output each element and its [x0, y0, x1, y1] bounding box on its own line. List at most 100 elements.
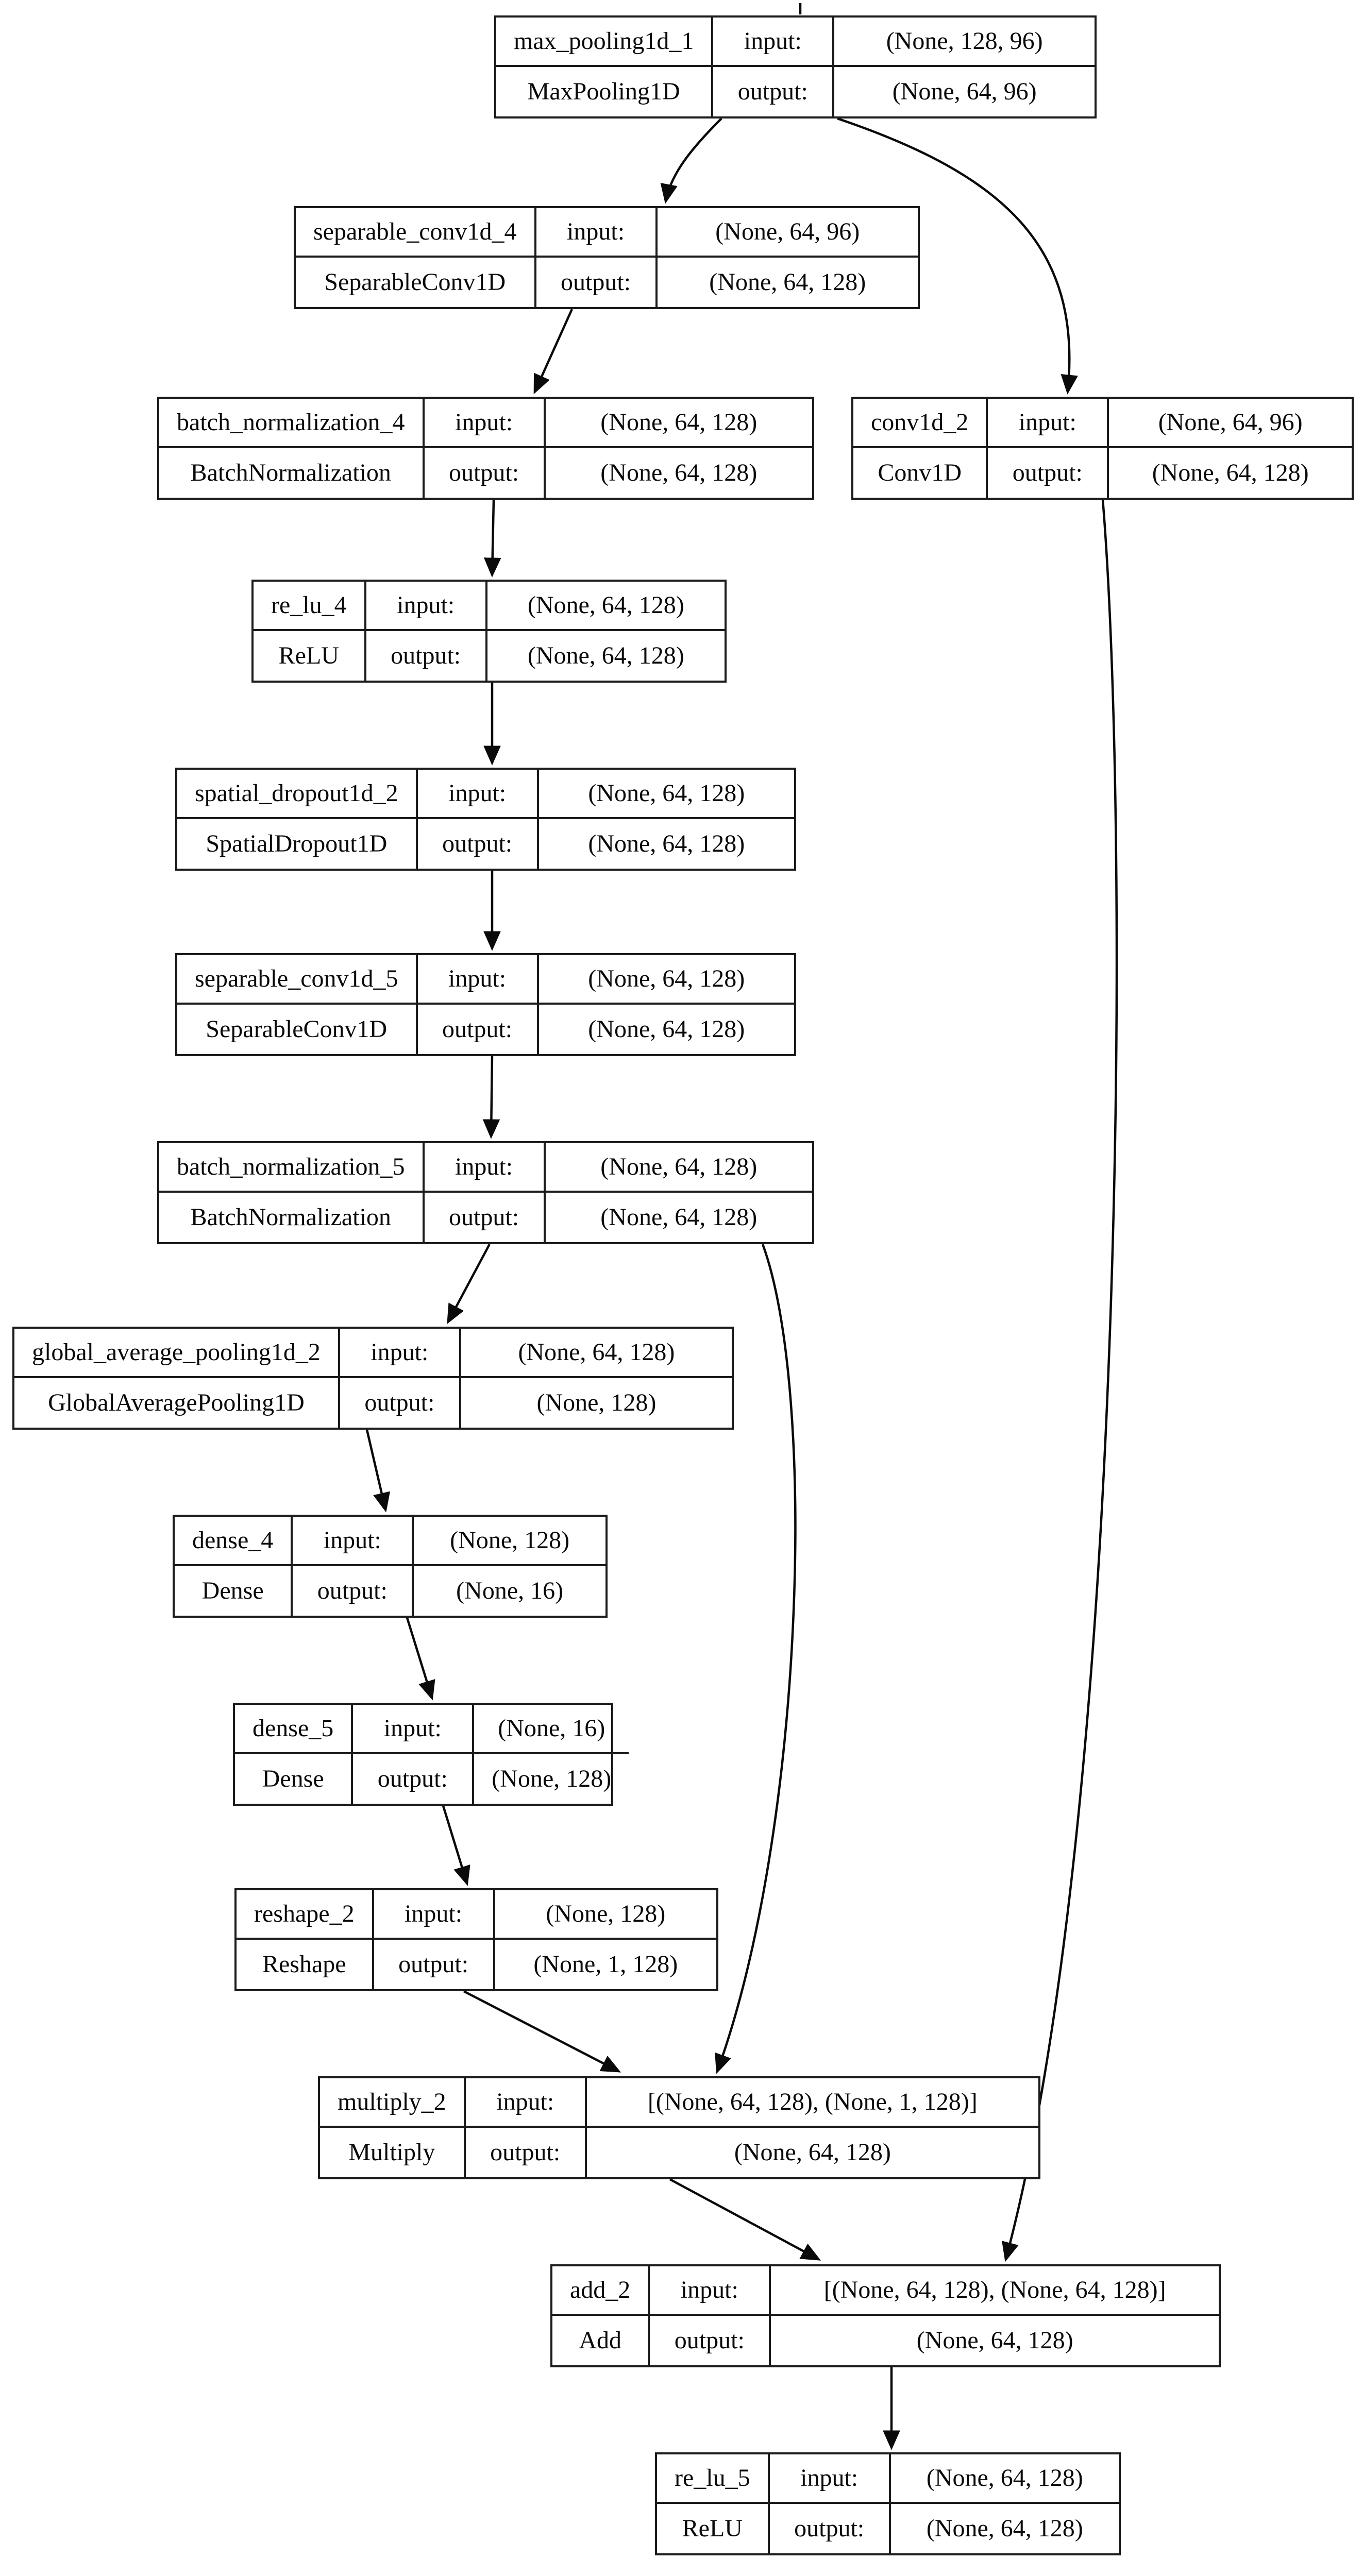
input-shape: (None, 64, 128): [890, 2454, 1119, 2504]
layer-name: spatial_dropout1d_2: [177, 770, 416, 819]
layer-class: BatchNormalization: [190, 1204, 391, 1231]
layer-node-re-lu-5: re_lu_5 ReLU input: output: (None, 64, 1…: [655, 2452, 1121, 2555]
output-shape: (None, 64, 128): [734, 2139, 891, 2166]
layer-class: Conv1D: [878, 459, 962, 486]
edge-separable-conv1d-4-to-batch-normalization-4: [533, 309, 574, 395]
layer-name: re_lu_4: [254, 582, 364, 631]
layer-node-spatial-dropout1d-2: spatial_dropout1d_2 SpatialDropout1D inp…: [175, 768, 796, 871]
input-shape: (None, 64, 96): [657, 208, 918, 258]
output-shape: (None, 64, 128): [588, 1015, 745, 1043]
layer-name: reshape_2: [237, 1890, 372, 1940]
input-label: input:: [293, 1517, 412, 1566]
input-label: input:: [465, 2078, 585, 2128]
layer-name: separable_conv1d_5: [177, 955, 416, 1005]
edge-max-pooling1d-1-to-conv1d-2: [837, 117, 1078, 395]
input-shape: [(None, 64, 128), (None, 1, 128)]: [586, 2078, 1038, 2128]
output-label: output:: [317, 1577, 388, 1604]
edge-conv1d-2-to-add-2: [1002, 499, 1118, 2262]
layer-name: multiply_2: [320, 2078, 464, 2128]
layer-class: BatchNormalization: [190, 459, 391, 486]
output-label: output:: [442, 830, 513, 857]
output-shape: (None, 64, 128): [588, 830, 745, 857]
output-shape: (None, 128): [536, 1389, 657, 1416]
layer-class: Dense: [201, 1577, 264, 1604]
edge-dense-5-to-reshape-2: [442, 1805, 470, 1886]
input-label: input:: [988, 399, 1107, 448]
edge-separable-conv1d-5-to-batch-normalization-5: [482, 1056, 500, 1139]
layer-node-batch-normalization-4: batch_normalization_4 BatchNormalization…: [157, 397, 814, 500]
input-shape: (None, 128, 96): [834, 18, 1095, 67]
layer-node-batch-normalization-5: batch_normalization_5 BatchNormalization…: [157, 1141, 814, 1244]
output-label: output:: [449, 1204, 519, 1231]
layer-name: max_pooling1d_1: [496, 18, 712, 67]
layer-class: ReLU: [682, 2515, 743, 2542]
input-label: input:: [424, 1143, 544, 1193]
layer-node-max-pooling1d-1: max_pooling1d_1 MaxPooling1D input: outp…: [494, 15, 1097, 118]
input-label: input:: [417, 770, 537, 819]
input-label: input:: [366, 582, 485, 631]
output-shape: (None, 128): [492, 1765, 612, 1792]
output-label: output:: [794, 2515, 865, 2542]
input-label: input:: [417, 955, 537, 1005]
output-shape: (None, 64, 128): [926, 2515, 1083, 2542]
layer-node-re-lu-4: re_lu_4 ReLU input: output: (None, 64, 1…: [251, 580, 727, 683]
layer-node-multiply-2: multiply_2 Multiply input: output: [(Non…: [318, 2076, 1040, 2179]
layer-name: global_average_pooling1d_2: [14, 1329, 338, 1378]
input-shape: (None, 128): [495, 1890, 716, 1940]
output-label: output:: [364, 1389, 435, 1416]
layer-name: batch_normalization_4: [159, 399, 423, 448]
layer-class: ReLU: [278, 642, 339, 669]
layer-class: GlobalAveragePooling1D: [48, 1389, 305, 1416]
output-label: output:: [737, 78, 808, 105]
output-shape: (None, 64, 128): [1152, 459, 1309, 486]
input-shape: (None, 64, 128): [461, 1329, 732, 1378]
layer-name: re_lu_5: [657, 2454, 768, 2504]
input-shape: (None, 16): [474, 1705, 629, 1754]
output-label: output:: [442, 1015, 513, 1043]
layer-class: SpatialDropout1D: [206, 830, 388, 857]
output-label: output:: [391, 642, 461, 669]
input-shape: [(None, 64, 128), (None, 64, 128)]: [771, 2266, 1219, 2316]
edge-batch-normalization-5-to-global-average-pooling1d-2: [447, 1243, 491, 1325]
output-label: output:: [490, 2139, 561, 2166]
layer-name: add_2: [552, 2266, 648, 2316]
input-shape: (None, 64, 128): [487, 582, 725, 631]
input-label: input:: [340, 1329, 459, 1378]
input-label: input:: [424, 399, 544, 448]
output-shape: (None, 64, 128): [527, 642, 684, 669]
layer-class: Multiply: [348, 2139, 435, 2166]
input-label: input:: [769, 2454, 889, 2504]
layer-name: dense_5: [235, 1705, 351, 1754]
output-label: output:: [377, 1765, 448, 1792]
input-label: input:: [374, 1890, 493, 1940]
output-shape: (None, 64, 128): [709, 268, 866, 296]
input-shape: (None, 64, 128): [545, 399, 812, 448]
output-label: output:: [674, 2327, 745, 2354]
edge-max-pooling1d-1-to-separable-conv1d-4: [660, 117, 722, 204]
output-label: output:: [561, 268, 631, 296]
layer-node-dense-5: dense_5 Dense input: output: (None, 16) …: [233, 1703, 629, 1806]
layer-class: Dense: [262, 1765, 324, 1792]
output-shape: (None, 16): [456, 1577, 564, 1604]
layer-node-reshape-2: reshape_2 Reshape input: output: (None, …: [234, 1888, 718, 1991]
output-shape: (None, 1, 128): [533, 1951, 678, 1978]
output-shape: (None, 64, 96): [892, 78, 1037, 105]
input-label: input:: [353, 1705, 473, 1754]
input-shape: (None, 64, 128): [539, 770, 794, 819]
layer-class: SeparableConv1D: [324, 268, 506, 296]
layer-class: Reshape: [262, 1951, 346, 1978]
layer-class: Add: [579, 2327, 621, 2354]
input-shape: (None, 128): [414, 1517, 605, 1566]
layer-node-dense-4: dense_4 Dense input: output: (None, 128)…: [173, 1515, 608, 1618]
layer-class: SeparableConv1D: [206, 1015, 388, 1043]
layer-name: dense_4: [175, 1517, 291, 1566]
layer-node-global-average-pooling1d-2: global_average_pooling1d_2 GlobalAverage…: [12, 1327, 734, 1430]
layer-name: conv1d_2: [853, 399, 986, 448]
edge-global-average-pooling1d-2-to-dense-4: [365, 1429, 391, 1513]
layer-class: MaxPooling1D: [527, 78, 680, 105]
edge-batch-normalization-4-to-re-lu-4: [483, 499, 501, 578]
input-label: input:: [650, 2266, 769, 2316]
output-label: output:: [1012, 459, 1083, 486]
